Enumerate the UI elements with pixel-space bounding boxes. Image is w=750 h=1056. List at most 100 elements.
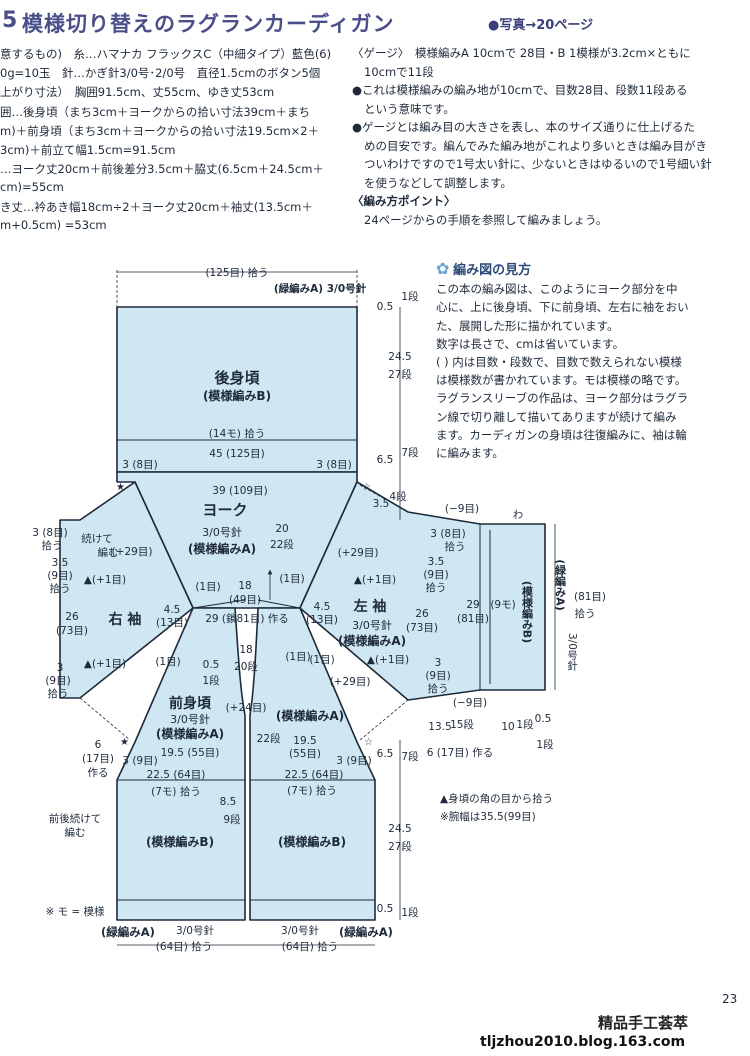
dim-yoke-4dan: 4段: [389, 490, 407, 503]
left-sleeve-pattern: (模様編みA): [338, 633, 406, 648]
dash-ls-bottom: [359, 699, 409, 741]
dim-rs-35: 3.5: [52, 557, 69, 569]
dim-back-45: 45 (125目): [209, 448, 264, 460]
dim-f-7mo-l: (7モ) 拾う: [151, 785, 201, 798]
dim-ls-3: 3: [435, 657, 442, 669]
dim-ls-9me: (9目): [423, 569, 448, 581]
dim-f-64-l: (64目) 拾う: [156, 940, 212, 953]
dim-f-maeushiro: 前後続けて: [49, 812, 102, 825]
dim-ls-81b: (81目): [574, 591, 606, 603]
dim-rs-3-8: 3 (8目): [32, 527, 67, 539]
dim-ls-hirou: 拾う: [445, 540, 466, 553]
dim-neck-20dan: 20段: [234, 660, 258, 673]
dim-f-85: 8.5: [220, 796, 237, 808]
front-pattern-r: (模様編みA): [276, 708, 344, 723]
dim-yoke-29: 29 (鎖81目) 作る: [205, 612, 289, 625]
yoke-shape: [116, 471, 358, 609]
dim-back-3-8-l: 3 (8目): [122, 459, 157, 471]
back-name: 後身頃: [213, 369, 260, 387]
dim-rs-tsuzuke: 続けて: [81, 532, 113, 545]
dim-ls-hirou4: 拾う: [575, 607, 596, 620]
gauge-line-5: ●ゲージとは編み目の大きさを表し、本のサイズ通りに仕上げるた: [352, 120, 695, 134]
gauge-line-6: めの目安です。編んでみた編み地がこれより多いときは編み目がき: [364, 138, 708, 153]
dim-f-7mo-r: (7モ) 拾う: [287, 784, 337, 797]
dim-f-24plus: (+24目): [226, 702, 267, 714]
dim-top-05: 0.5: [377, 301, 394, 313]
left-sleeve-hook: 3/0号針: [352, 618, 392, 632]
front-name: 前身頃: [169, 695, 212, 712]
dim-rs-3: 3: [57, 662, 64, 674]
dim-rs-hirou3: 拾う: [48, 687, 69, 700]
dim-yoke-49: (49目): [229, 594, 261, 606]
note-cuff: ※腕幅は35.5(99目): [440, 810, 536, 823]
left-sleeve-shape: [299, 481, 546, 701]
materials-line-5: m)＋前身頃（まち3cm＋ヨークからの拾い寸法19.5cm×2＋: [0, 124, 320, 138]
dim-ls-wa: わ: [513, 509, 524, 521]
dim-f-2: 2: [257, 733, 264, 745]
dash-rs-bottom: [79, 697, 131, 741]
dim-yoke-1me-b: (1目): [279, 573, 304, 585]
left-front-shape: [116, 607, 246, 921]
dim-ls-hook: 3/0号針: [566, 633, 578, 672]
dim-ls-81: (81目): [457, 613, 489, 625]
dim-back-3-8-r: 3 (8目): [316, 459, 351, 471]
dim-f-195-r: 19.5: [293, 735, 316, 747]
star-marker-l: ★: [116, 482, 125, 493]
dim-f-55-r: (55目): [289, 748, 321, 760]
dim-rs-1me: (1目): [155, 656, 180, 668]
materials-line-7: …ヨーク丈20cm＋前後差分3.5cm＋脇丈(6.5cm＋24.5cm＋: [0, 162, 324, 176]
dim-ls-green: (緑編みA): [554, 559, 567, 611]
page-title: 模様切り替えのラグランカーディガン: [22, 12, 395, 36]
dim-rs-9me-b: (9目): [45, 675, 70, 687]
dim-back-27dan: 27段: [388, 368, 412, 381]
dim-f-amu: 編む: [65, 826, 86, 839]
dim-rs-26: 26: [65, 611, 79, 623]
dim-back-245: 24.5: [388, 351, 411, 363]
dim-rs-hirou2: 拾う: [50, 582, 71, 595]
materials-line-8: cm)=55cm: [0, 180, 64, 194]
dim-back-14mo: (14モ) 拾う: [209, 427, 265, 440]
dim-rs-plus1-b: ▲(+1目): [84, 658, 126, 670]
dim-f-9dan: 9段: [223, 813, 241, 826]
dim-f-green-l: (緑編みA): [101, 925, 155, 939]
dim-f-mo-note: ※ モ = 模様: [45, 905, 105, 918]
watermark-url: tljzhou2010.blog.163.com: [480, 1034, 686, 1050]
dim-ls-hirou2: 拾う: [426, 581, 447, 594]
legend-line-2: 心に、上に後身頃、下に前身頃、左右に袖をおい: [436, 300, 689, 315]
yoke-hook: 3/0号針: [202, 525, 242, 539]
photo-reference: ●写真→20ページ: [488, 18, 594, 33]
pattern-number: 5: [2, 8, 18, 33]
front-lower-pattern-r: (模様編みB): [278, 834, 346, 849]
dim-yoke-39: 39 (109目): [212, 485, 267, 497]
dim-ls-plus1-b: ▲(+1目): [367, 654, 409, 666]
dim-rs-hirou: 拾う: [42, 539, 63, 552]
dim-f-27dan: 27段: [388, 840, 412, 853]
dim-ls-1me: (1目): [309, 654, 334, 666]
front-hook: 3/0号針: [170, 712, 210, 726]
dim-yoke-20: 20: [275, 523, 288, 535]
dim-f-green-r: (緑編みA): [339, 925, 393, 939]
left-sleeve-name: 左 袖: [353, 598, 387, 615]
dash-rs-top: [79, 484, 131, 521]
neck-line-l: [192, 599, 246, 609]
legend-title: 編み図の見方: [453, 263, 532, 278]
dim-top-edge: (緑編みA) 3/0号針: [274, 282, 367, 295]
front-pattern-l: (模様編みA): [156, 726, 224, 741]
dim-ls-45: 4.5: [314, 601, 331, 613]
dim-ls-9me-b: (9目): [425, 670, 450, 682]
dim-f-1dan: 1段: [202, 674, 220, 687]
page-number: 23: [722, 992, 738, 1006]
dim-f-17-l: (17目): [82, 753, 114, 765]
watermark: 精品手工荟萃: [598, 1014, 689, 1032]
legend-line-4: 数字は長さで、cmは省いています。: [436, 336, 625, 351]
dim-ls-patB: (模様編みB): [521, 581, 534, 643]
materials-line-1: 意するもの) 糸…ハマナカ フラックスC（中細タイプ）藍色(6): [0, 47, 332, 61]
dim-f-05: 0.5: [203, 659, 220, 671]
dim-f-225-r: 22.5 (64目): [285, 769, 344, 781]
dim-ls-10: 10: [501, 721, 514, 733]
gauge-line-7: ついわけですので1号太い針に、少ないときはゆるいので1号細い針: [364, 157, 712, 171]
yoke-pattern: (模様編みA): [188, 541, 256, 556]
materials-line-4: 囲…後身頃（まち3cm＋ヨークからの拾い寸法39cm＋まち: [0, 105, 310, 119]
dim-f-05b: 0.5: [377, 903, 394, 915]
dim-back-7dan: 7段: [401, 446, 419, 459]
